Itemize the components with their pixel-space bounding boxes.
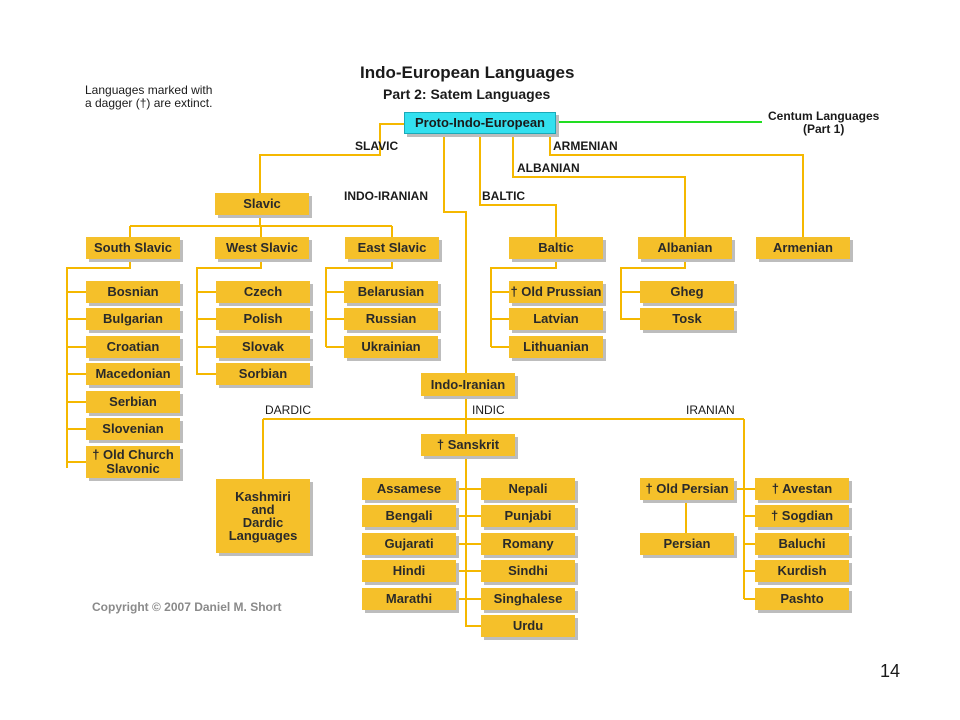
node-old-prussian: † Old Prussian [509, 281, 603, 303]
node-bulgarian: Bulgarian [86, 308, 180, 330]
node-albanian: Albanian [638, 237, 732, 259]
node-czech: Czech [216, 281, 310, 303]
branch-label-baltic: BALTIC [482, 189, 526, 203]
centum-languages-label: Centum Languages (Part 1) [768, 109, 880, 136]
node-urdu: Urdu [481, 615, 575, 637]
node-west-slavic: West Slavic [215, 237, 309, 259]
node-serbian: Serbian [86, 391, 180, 413]
node-gheg: Gheg [640, 281, 734, 303]
node-old-persian: † Old Persian [640, 478, 734, 500]
node-slavic: Slavic [215, 193, 309, 215]
node-punjabi: Punjabi [481, 505, 575, 527]
branch-label-armenian: ARMENIAN [553, 139, 618, 153]
node-hindi: Hindi [362, 560, 456, 582]
node-sindhi: Sindhi [481, 560, 575, 582]
node-romany: Romany [481, 533, 575, 555]
node-nepali: Nepali [481, 478, 575, 500]
node-sogdian: † Sogdian [755, 505, 849, 527]
node-armenian: Armenian [756, 237, 850, 259]
node-croatian: Croatian [86, 336, 180, 358]
node-bengali: Bengali [362, 505, 456, 527]
node-avestan: † Avestan [755, 478, 849, 500]
node-kashmiri-dardic: Kashmiri and Dardic Languages [216, 479, 310, 553]
extinct-note: Languages marked with a dagger (†) are e… [85, 83, 213, 110]
copyright-notice: Copyright © 2007 Daniel M. Short [92, 600, 282, 614]
node-singhalese: Singhalese [481, 588, 575, 610]
node-sorbian: Sorbian [216, 363, 310, 385]
node-marathi: Marathi [362, 588, 456, 610]
branch-label-indo-iranian: INDO-IRANIAN [344, 189, 428, 203]
node-slovenian: Slovenian [86, 418, 180, 440]
branch-label-iranian: IRANIAN [686, 403, 735, 417]
node-belarusian: Belarusian [344, 281, 438, 303]
page-number: 14 [880, 661, 901, 681]
branch-label-indic: INDIC [472, 403, 505, 417]
node-persian: Persian [640, 533, 734, 555]
node-slovak: Slovak [216, 336, 310, 358]
node-south-slavic: South Slavic [86, 237, 180, 259]
node-ukrainian: Ukrainian [344, 336, 438, 358]
branch-label-slavic: SLAVIC [355, 139, 399, 153]
node-indo-iranian: Indo-Iranian [421, 373, 515, 396]
node-lithuanian: Lithuanian [509, 336, 603, 358]
node-pashto: Pashto [755, 588, 849, 610]
node-bosnian: Bosnian [86, 281, 180, 303]
diagram-title: Indo-European Languages [360, 63, 575, 82]
branch-label-albanian: ALBANIAN [517, 161, 580, 175]
node-east-slavic: East Slavic [345, 237, 439, 259]
node-old-church-slavonic: † Old Church Slavonic [86, 446, 180, 478]
node-latvian: Latvian [509, 308, 603, 330]
node-sanskrit: † Sanskrit [421, 434, 515, 456]
node-macedonian: Macedonian [86, 363, 180, 385]
diagram-subtitle: Part 2: Satem Languages [383, 86, 551, 102]
branch-label-dardic: DARDIC [265, 403, 312, 417]
node-baltic: Baltic [509, 237, 603, 259]
node-assamese: Assamese [362, 478, 456, 500]
node-gujarati: Gujarati [362, 533, 456, 555]
node-proto-indo-european: Proto-Indo-European [404, 112, 556, 134]
node-kurdish: Kurdish [755, 560, 849, 582]
node-baluchi: Baluchi [755, 533, 849, 555]
node-polish: Polish [216, 308, 310, 330]
node-tosk: Tosk [640, 308, 734, 330]
node-russian: Russian [344, 308, 438, 330]
